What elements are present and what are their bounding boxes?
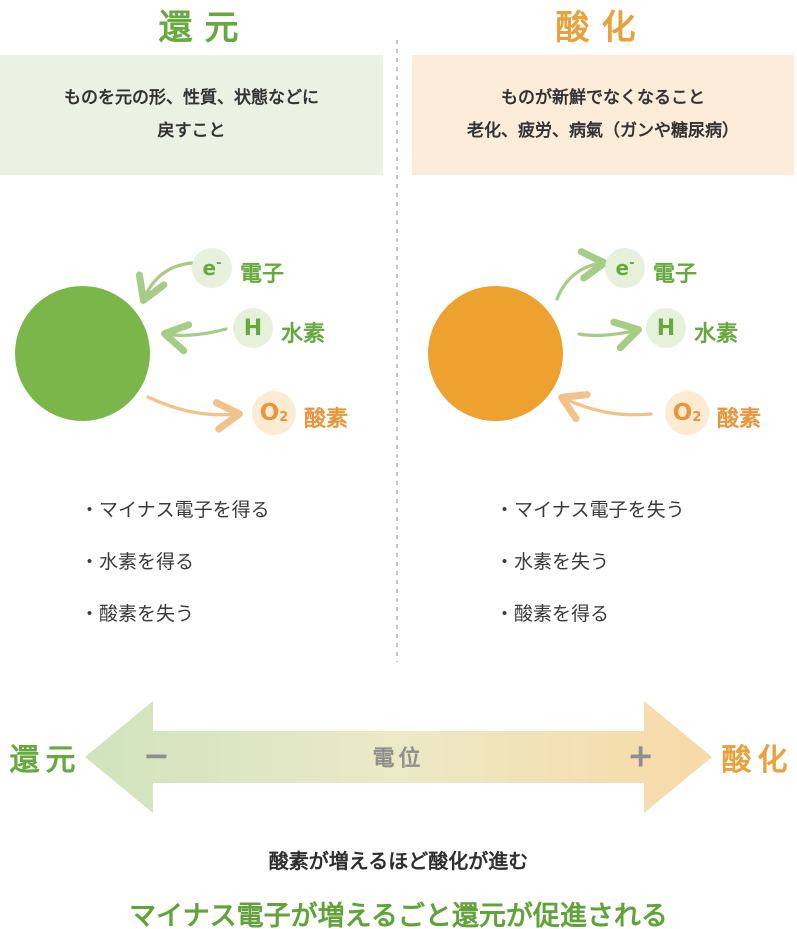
top-columns: 還元 ものを元の形、性質、状態などに 戻すこと [0,0,794,651]
oxygen-label: 酸素 [304,407,349,432]
oxidation-bullet-list: ・マイナス電子を失う ・水素を失う ・酸素を得る [397,495,794,629]
bullet-item: ・マイナス電子を失う [495,499,685,521]
reduction-description-box: ものを元の形、性質、状態などに 戻すこと [0,55,383,175]
vertical-dashed-divider [396,40,398,662]
hydrogen-loss-arrow-icon [577,318,642,352]
electron-label: 電子 [653,262,698,287]
potential-label: 電位 [372,746,425,772]
reduction-bullet-list: ・マイナス電子を得る ・水素を得る ・酸素を失う [0,495,397,629]
electron-label: 電子 [240,262,285,287]
hydrogen-symbol-badge: H [233,308,273,348]
oxidation-title: 酸化 [555,8,648,48]
oxidation-description-line: 老化、疲労、病氣（ガンや糖尿病） [467,121,739,141]
plus-sign: + [627,736,654,775]
reduction-description-line: ものを元の形、性質、状態などに [64,88,319,108]
double-headed-arrow-icon [85,701,712,813]
bullet-item: ・水素を得る [80,551,195,573]
reduction-panel: 還元 ものを元の形、性質、状態などに 戻すこと [0,0,397,651]
electron-symbol-badge: e- [192,248,232,288]
oxygen-loss-arrow-icon [146,395,243,433]
potential-gradient-arrow: − 電位 + [85,697,712,817]
oxidation-panel: 酸化 ものが新鮮でなくなること 老化、疲労、病氣（ガンや糖尿病） [397,0,794,651]
bullet-item: ・酸素を得る [495,603,610,625]
bullet-item: ・マイナス電子を得る [80,499,270,521]
potential-scale: 還元 − 電位 + 酸化 [0,697,797,817]
oxidation-description-line: ものが新鮮でなくなること [501,88,705,108]
electron-symbol-badge: e- [605,248,645,288]
reduction-title: 還元 [158,8,251,48]
bullet-item: ・酸素を失う [80,603,195,625]
hydrogen-symbol-badge: H [646,308,686,348]
oxidation-molecule-circle [428,286,563,421]
scale-oxidation-label: 酸化 [721,743,794,778]
scale-reduction-label: 還元 [9,743,82,778]
reduction-molecule-circle [15,286,150,421]
reduction-arrows [135,261,243,433]
electron-loss-arrow-icon [555,248,608,301]
minus-sign: − [143,736,170,775]
hydrogen-label: 水素 [694,322,739,347]
reduction-description-line: 戻すこと [157,121,226,141]
bullet-item: ・水素を失う [495,551,610,573]
oxidation-description-box: ものが新鮮でなくなること 老化、疲労、病氣（ガンや糖尿病） [412,55,794,175]
hydrogen-label: 水素 [281,322,326,347]
footer-note-oxidation: 酸素が増えるほど酸化が進む [268,849,529,873]
oxidation-arrows [555,248,653,423]
hydrogen-gain-arrow-icon [161,321,228,355]
oxygen-gain-arrow-icon [558,391,653,423]
oxygen-label: 酸素 [717,407,762,432]
footer-note-reduction: マイナス電子が増えるごと還元が促進される [129,901,668,929]
electron-gain-arrow-icon [135,261,194,304]
